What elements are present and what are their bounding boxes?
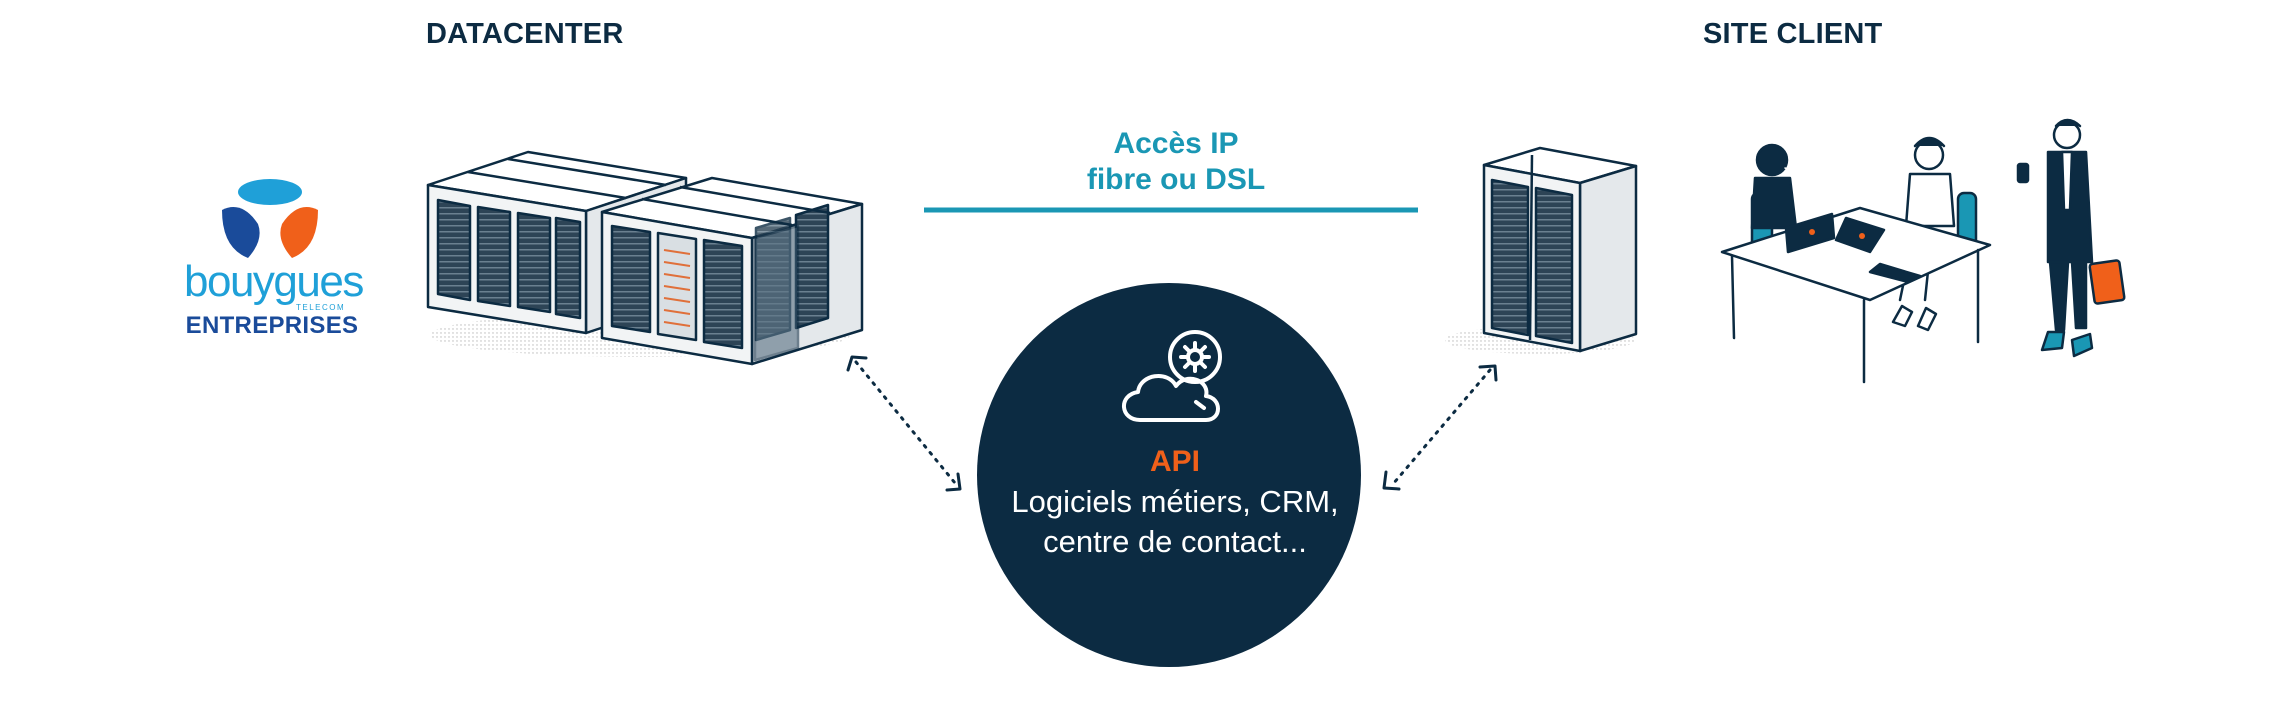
- api-description-line1: Logiciels métiers, CRM,: [1011, 484, 1339, 519]
- office-team-icon: [1720, 118, 2126, 384]
- api-title: API: [1149, 445, 1200, 478]
- cloud-gear-icon: [1122, 330, 1222, 422]
- logo-subtitle: ENTREPRISES: [185, 312, 359, 339]
- dotted-arrow-icon: [1382, 364, 1498, 491]
- server-rack-icon: [600, 176, 864, 366]
- connection-label: Accès IP fibre ou DSL: [1016, 126, 1336, 198]
- api-hub-text: API Logiciels métiers, CRM, centre de co…: [985, 442, 1365, 562]
- bouygues-logo: bouygues TELECOM ENTREPRISES: [184, 170, 364, 339]
- site-client-heading: SITE CLIENT: [1703, 18, 1883, 50]
- dotted-arrow-icon: [846, 355, 962, 492]
- api-hub-circle: [977, 283, 1361, 667]
- server-rack-icon: [1482, 146, 1638, 353]
- logo-wordmark: bouygues: [184, 257, 364, 306]
- logo-mark-icon: [222, 179, 318, 258]
- connection-label-line1: Accès IP: [1113, 127, 1239, 160]
- datacenter-heading: DATACENTER: [426, 18, 624, 50]
- api-description-line2: centre de contact...: [1043, 524, 1307, 559]
- connection-label-line2: fibre ou DSL: [1086, 163, 1266, 196]
- logo-telecom-text: TELECOM: [296, 303, 346, 312]
